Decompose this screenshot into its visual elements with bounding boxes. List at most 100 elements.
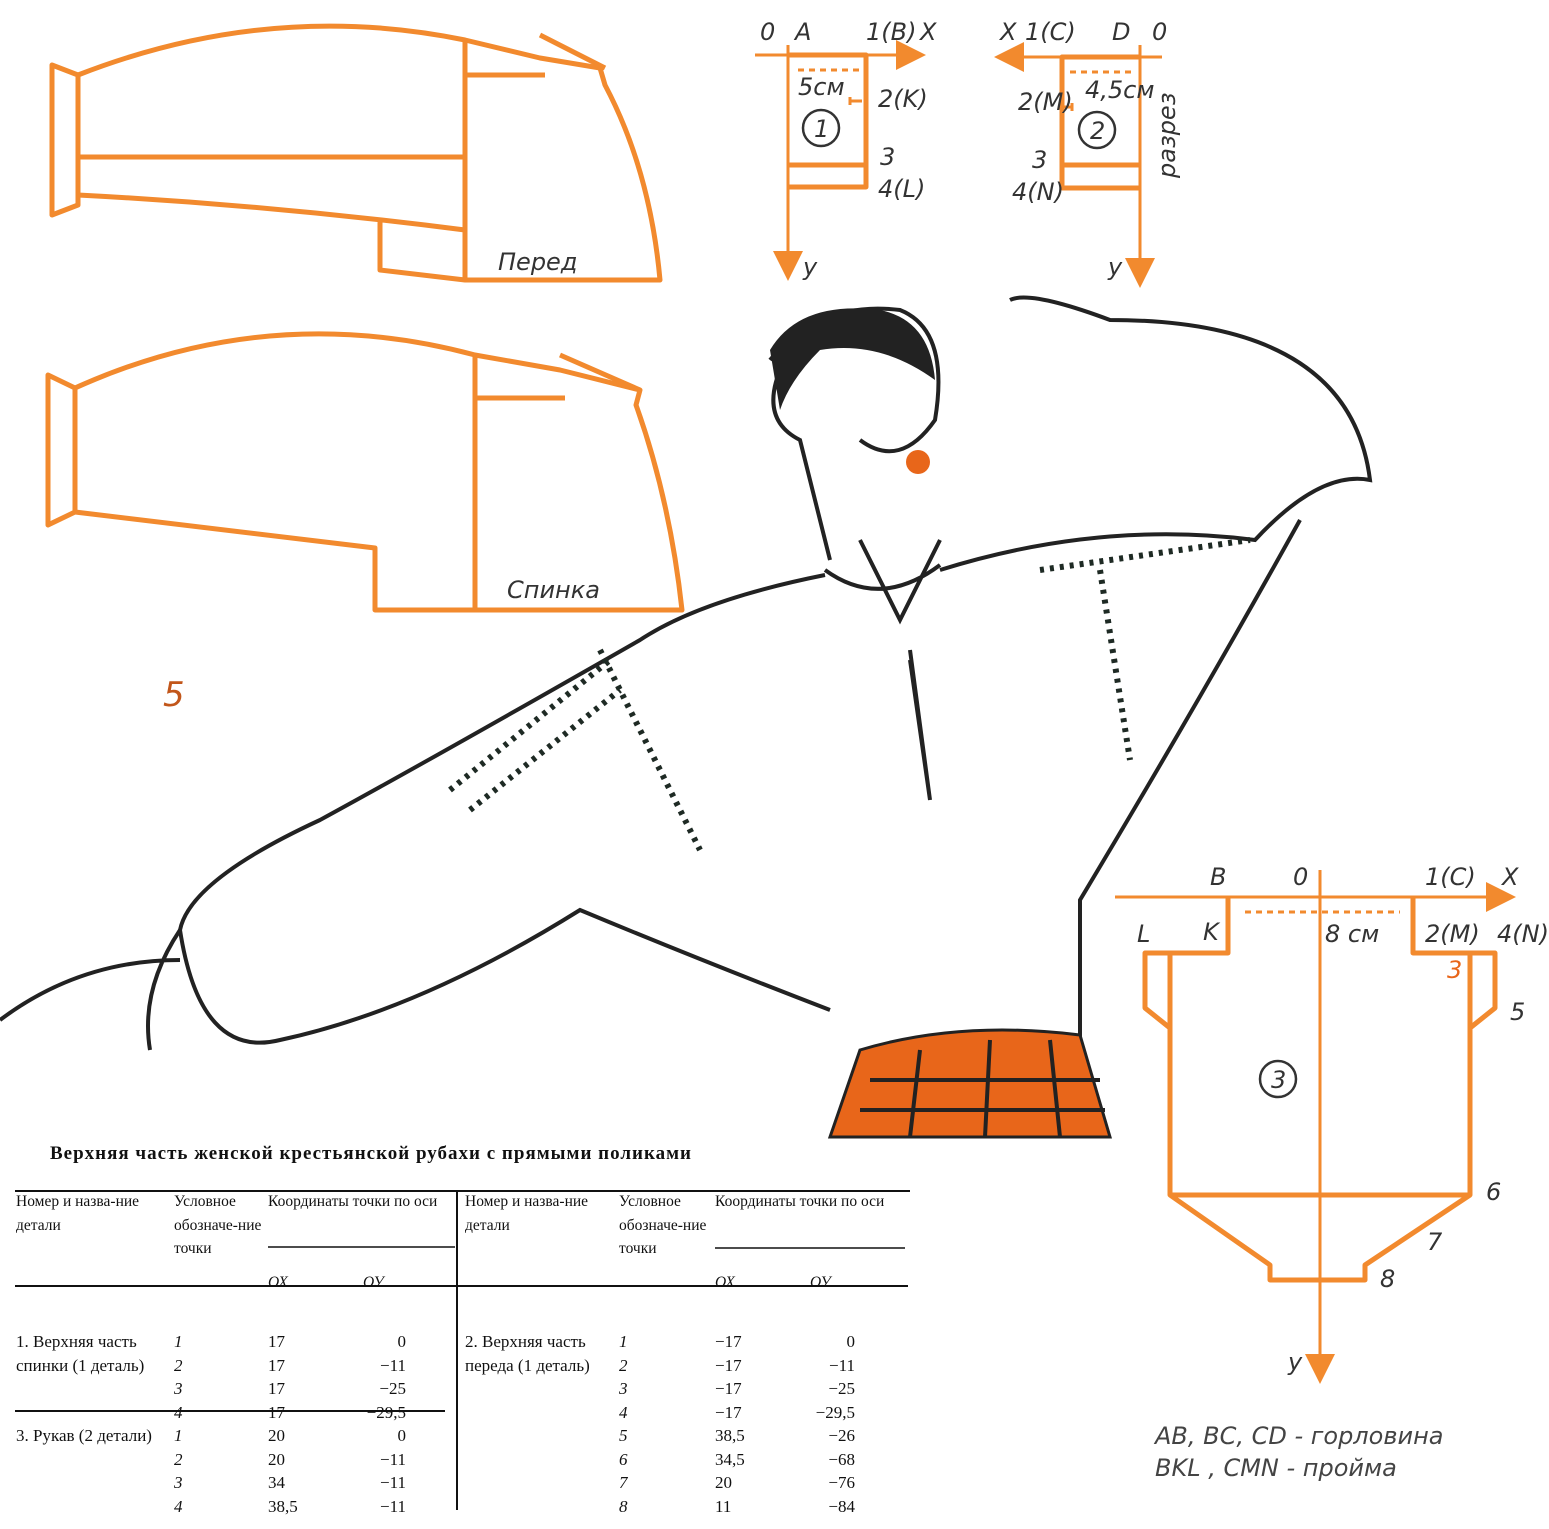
cell-point: 1 [619,1332,628,1351]
svg-text:3: 3 [1271,1066,1286,1094]
header-ox: ОХ [268,1273,288,1291]
svg-text:y: y [802,253,818,281]
svg-text:y: y [1107,253,1123,281]
svg-text:0: 0 [1293,863,1308,891]
figure-number: 5 [163,675,185,715]
svg-text:2(M): 2(M) [1425,920,1480,948]
woman-figure-illustration [0,295,1373,1051]
part-name: 2. Верхняя часть переда (1 деталь) [465,1332,590,1375]
cell-ox: −17 [715,1379,742,1398]
detail-2-diagram [994,42,1162,288]
header-point: Условное обозначе-ние точки [174,1193,262,1257]
header-point: Условное обозначе-ние точки [619,1193,707,1257]
part-name: 1. Верхняя часть спинки (1 деталь) [16,1332,145,1375]
svg-text:A: A [793,18,811,46]
detail-3-diagram [1115,870,1516,1384]
table-row: 2−17−11 [465,1354,905,1378]
cell-point: 1 [174,1332,183,1351]
cell-point: 4 [174,1402,183,1422]
svg-text:4(N): 4(N) [1012,178,1064,206]
cell-ox: 17 [268,1379,285,1398]
table-row: 3 17 −25 [16,1377,456,1401]
svg-text:3: 3 [880,143,895,171]
skirt [827,1028,1113,1139]
legend-line-1: AB, BC, CD - горловина [1155,1422,1444,1450]
cell-ox: 11 [715,1496,732,1516]
svg-text:D: D [1112,18,1130,46]
svg-text:B: B [1210,863,1226,891]
cell-oy: 0 [397,1332,407,1351]
svg-text:0: 0 [760,18,775,46]
svg-text:3: 3 [1032,146,1047,174]
cell-ox: 17 [268,1332,285,1351]
header-oy: ОУ [810,1273,831,1291]
svg-text:4(L): 4(L) [878,175,925,203]
hair [770,308,935,410]
svg-text:3: 3 [1447,956,1462,984]
cell-oy: 0 [846,1332,856,1351]
detail-3-labels: B 0 1(C) X L K 8 см 2(M) 4(N) 3 5 6 7 8 … [1137,863,1549,1376]
cell-oy: −11 [380,1449,406,1469]
table-row: 6 34,5 −68 [465,1448,905,1472]
cell-ox: 38,5 [715,1426,745,1445]
cell-point: 4 [174,1496,183,1516]
svg-text:разрез: разрез [1153,93,1181,179]
detail-1-diagram [755,40,926,281]
cell-point: 1 [174,1426,183,1445]
cell-point: 8 [619,1496,628,1516]
svg-text:5: 5 [1510,998,1525,1026]
cell-oy: −25 [828,1379,855,1398]
cell-oy: −68 [828,1449,855,1469]
svg-text:4,5см: 4,5см [1085,76,1154,104]
svg-text:1(C): 1(C) [1425,863,1476,891]
cell-oy: −11 [380,1473,406,1492]
earring [906,450,930,474]
front-pattern-piece [49,23,663,283]
svg-text:2(M): 2(M) [1018,88,1073,116]
table-rules [15,1190,910,1510]
svg-text:2: 2 [1090,117,1105,145]
header-oy: ОУ [363,1273,384,1291]
svg-text:5см: 5см [798,73,845,101]
embroidery [448,537,1251,852]
cell-point: 2 [619,1355,628,1375]
cell-point: 3 [174,1473,183,1492]
coordinates-table-right: Номер и назва-ние детали Условное обознач… [465,1190,905,1518]
cell-ox: 20 [268,1449,285,1469]
cell-oy: −11 [380,1355,406,1375]
svg-text:y: y [1287,1348,1303,1376]
cell-point: 2 [174,1449,183,1469]
header-part: Номер и назва-ние детали [16,1193,140,1234]
cell-ox: 20 [268,1426,285,1445]
front-label: Перед [498,248,577,276]
cell-oy: −11 [829,1355,855,1375]
svg-text:X: X [918,18,937,46]
svg-text:8: 8 [1380,1265,1395,1293]
cell-point: 6 [619,1449,628,1469]
cell-oy: −26 [828,1426,855,1445]
cell-oy: −11 [380,1496,406,1516]
cell-point: 3 [174,1379,183,1398]
header-part: Номер и назва-ние детали [465,1193,589,1234]
cell-ox: 34,5 [715,1449,745,1469]
detail-1-labels: 0 A 1(B) X 5см 2(K) 3 4(L) y 1 [760,18,937,281]
legend-line-2: BKL , CMN - пройма [1155,1454,1397,1482]
svg-text:1: 1 [814,115,829,143]
cell-oy: 0 [397,1426,407,1445]
table-row: 1. Верхняя часть спинки (1 деталь) 1 17 0 [16,1330,456,1375]
svg-text:7: 7 [1427,1228,1443,1256]
cell-oy: −25 [379,1379,406,1398]
cell-ox: −17 [715,1332,742,1351]
table-row: 2. Верхняя часть переда (1 деталь) 1 −17 0 [465,1330,905,1375]
cell-ox: 20 [715,1473,732,1492]
cell-ox: −17 [715,1402,742,1422]
svg-text:1(C): 1(C) [1025,18,1076,46]
header-ox: ОХ [715,1273,735,1291]
